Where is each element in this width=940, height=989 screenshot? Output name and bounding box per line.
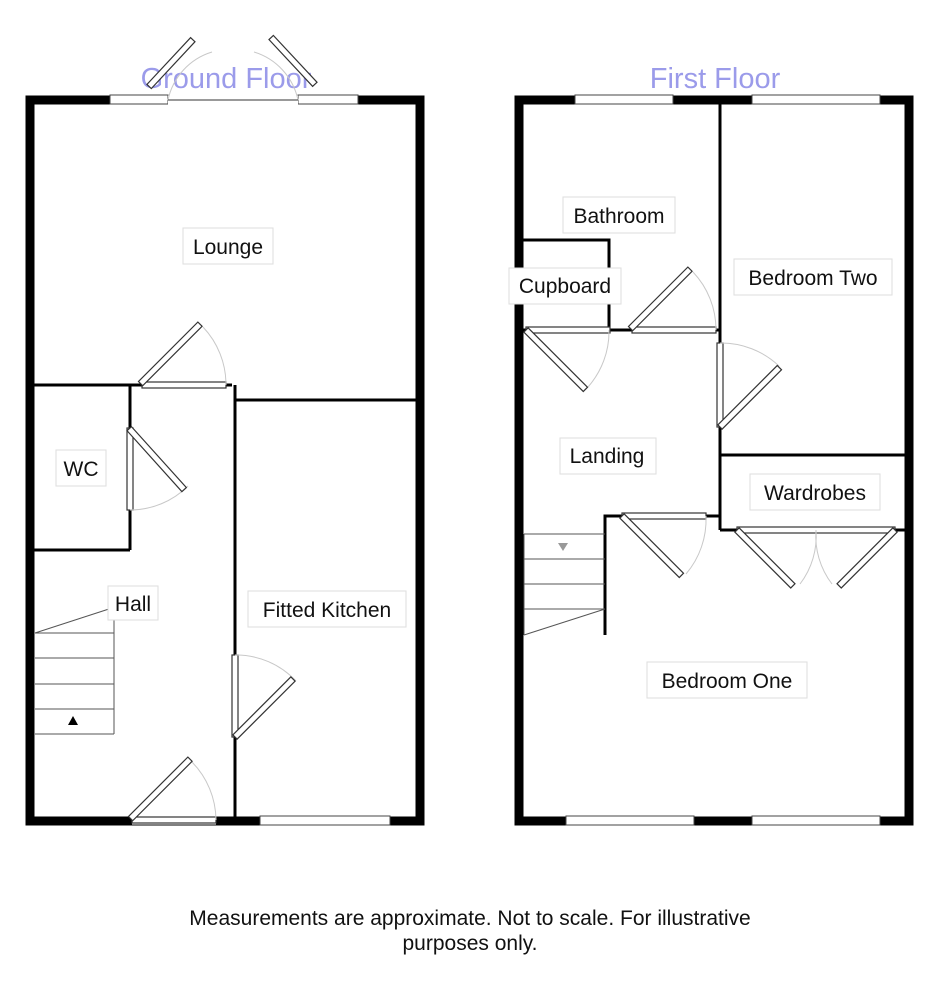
door-swing-arc: [587, 329, 610, 388]
door-swing-arc: [692, 271, 717, 331]
disclaimer-line-1: Measurements are approximate. Not to sca…: [189, 907, 751, 930]
door-leaf: [232, 676, 296, 740]
door-leaf: [146, 36, 196, 90]
window: [751, 815, 881, 826]
door-swing-arc: [167, 51, 213, 101]
door-leaf: [627, 266, 693, 332]
door-swing-arc: [253, 51, 299, 101]
door-swing-arc: [202, 326, 227, 386]
room-label-fitted-kitchen: Fitted Kitchen: [263, 599, 391, 622]
door-swing-arc: [799, 529, 817, 585]
room-label-bathroom: Bathroom: [573, 205, 664, 228]
door-swing-arc: [234, 654, 297, 682]
label-box: [247, 590, 407, 628]
label-box: [182, 227, 274, 265]
wall-landing-bedroom-one: [603, 514, 720, 635]
label-box: [559, 437, 657, 475]
door-frame: [126, 427, 134, 511]
door-leaf: [126, 425, 188, 493]
door-frame: [525, 326, 611, 334]
door-frame: [631, 326, 717, 334]
door-leaf: [717, 364, 783, 430]
ground-floor-stairs: [34, 607, 115, 735]
door-frame: [131, 816, 217, 824]
door-leaf: [734, 527, 796, 589]
window: [565, 815, 695, 826]
door-swing-arc: [191, 761, 217, 821]
door-leaf: [127, 756, 193, 822]
door-frame: [141, 381, 227, 389]
window: [574, 94, 674, 105]
door-frame: [621, 512, 707, 520]
first-floor-stairs: [523, 533, 606, 636]
door-leaf: [619, 513, 685, 579]
door-swing-arc: [815, 529, 833, 585]
room-label-bedroom-two: Bedroom Two: [748, 267, 877, 290]
disclaimer-line-2: purposes only.: [402, 932, 538, 955]
door-frame: [231, 654, 239, 738]
door-leaf: [523, 327, 589, 393]
room-label-bedroom-one: Bedroom One: [662, 670, 793, 693]
label-box: [733, 258, 893, 296]
first-floor-title: First Floor: [650, 63, 781, 95]
room-label-hall: Hall: [115, 593, 151, 616]
window: [259, 815, 391, 826]
room-label-cupboard: Cupboard: [519, 275, 611, 298]
door-leaf: [268, 34, 318, 88]
room-label-landing: Landing: [570, 445, 645, 468]
room-label-lounge: Lounge: [193, 236, 263, 259]
window: [751, 94, 881, 105]
door-swing-arc: [685, 515, 707, 575]
disclaimer-text: Measurements are approximate. Not to sca…: [0, 906, 940, 956]
label-box: [107, 585, 159, 621]
label-box: [562, 196, 676, 234]
stair-up-arrow-icon: [68, 716, 78, 725]
label-box: [749, 473, 881, 511]
stair-down-arrow-icon: [558, 543, 568, 551]
door-swing-arc: [719, 342, 780, 367]
door-frame: [716, 342, 724, 428]
first-floor-plan: First Floor: [508, 63, 914, 826]
door-leaf: [137, 321, 203, 387]
window: [297, 94, 359, 105]
door-leaf: [836, 527, 898, 589]
label-box: [55, 449, 107, 487]
room-label-wardrobes: Wardrobes: [764, 482, 866, 505]
label-box: [646, 661, 808, 699]
room-label-wc: WC: [64, 458, 99, 481]
ground-floor-plan: Ground Floor: [25, 34, 425, 826]
label-box: [508, 267, 622, 305]
first-floor-exterior-wall: [514, 95, 914, 826]
window: [109, 94, 169, 105]
